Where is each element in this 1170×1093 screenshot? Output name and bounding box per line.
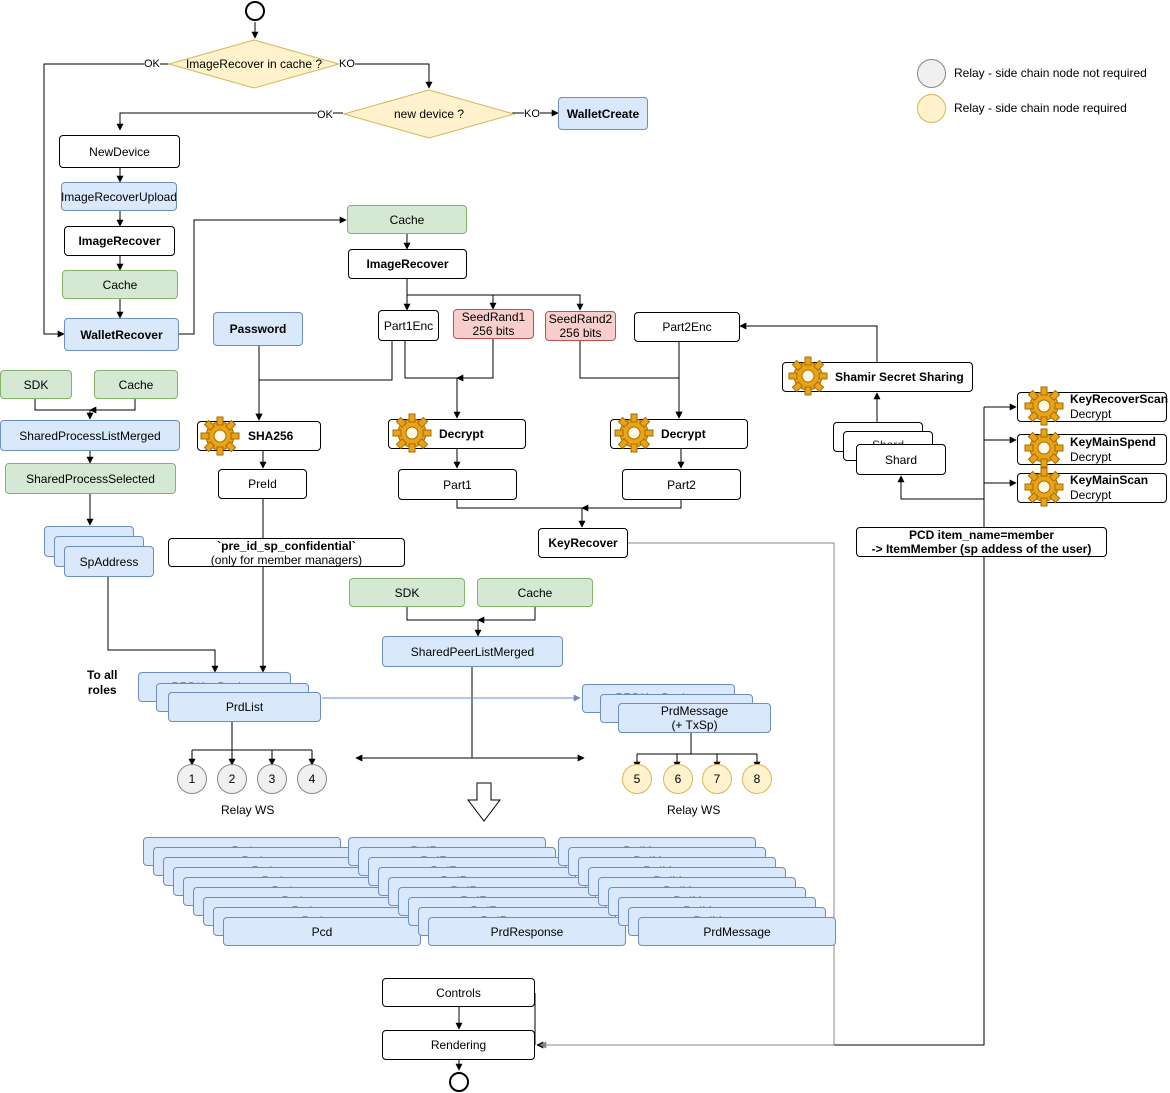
relay-5[interactable]: 5 bbox=[622, 764, 652, 794]
prd-message-node[interactable]: PrdMessage (+ TxSp) bbox=[618, 703, 771, 733]
gear-icon bbox=[200, 416, 240, 456]
seedrand1-line1: SeedRand1 bbox=[461, 310, 526, 324]
cache-top-node[interactable]: Cache bbox=[347, 205, 467, 234]
relay-7[interactable]: 7 bbox=[702, 764, 732, 794]
seedrand2-line2: 256 bits bbox=[559, 326, 602, 340]
key-recover-node[interactable]: KeyRecover bbox=[538, 528, 628, 558]
pcd-node[interactable]: Pcd bbox=[223, 917, 421, 946]
decision-new-device: new device ? bbox=[343, 89, 515, 139]
ok-label: OK bbox=[144, 58, 160, 70]
gear-icon bbox=[392, 413, 432, 453]
pcd-item-line1: PCD item_name=member bbox=[908, 528, 1055, 542]
new-device-node[interactable]: NewDevice bbox=[59, 135, 180, 168]
part1-node[interactable]: Part1 bbox=[398, 469, 517, 500]
cache-left2-node[interactable]: Cache bbox=[94, 370, 178, 399]
relay-3[interactable]: 3 bbox=[257, 764, 287, 794]
image-recover-left-node[interactable]: ImageRecover bbox=[64, 226, 175, 256]
decision-image-recover-in-cache: ImageRecover in cache ? bbox=[168, 39, 340, 89]
gear-icon bbox=[1024, 386, 1064, 426]
gear-icon bbox=[1024, 467, 1064, 507]
to-all-roles-line2: roles bbox=[87, 683, 117, 697]
prd-list-node[interactable]: PrdList bbox=[168, 692, 321, 722]
decision-label: ImageRecover in cache ? bbox=[185, 57, 323, 71]
key-sub: Decrypt bbox=[1070, 407, 1112, 421]
pre-id-line1: `pre_id_sp_confidential` bbox=[217, 538, 356, 553]
legend-label: Relay - side chain node required bbox=[954, 101, 1127, 115]
sp-address-node[interactable]: SpAddress bbox=[64, 546, 154, 577]
prd-message-line2: (+ TxSp) bbox=[671, 718, 718, 732]
end-circle-icon bbox=[449, 1072, 469, 1092]
controls-node[interactable]: Controls bbox=[382, 978, 535, 1007]
shard-node[interactable]: Shard bbox=[856, 444, 946, 475]
prd-message-bottom-node[interactable]: PrdMessage bbox=[638, 917, 836, 946]
ok-label: OK bbox=[317, 109, 333, 121]
key-sub: Decrypt bbox=[1070, 450, 1112, 464]
sdk-mid-node[interactable]: SDK bbox=[349, 578, 465, 607]
gear-icon bbox=[788, 356, 828, 396]
seedrand2-node[interactable]: SeedRand2 256 bits bbox=[545, 311, 616, 341]
preid-node[interactable]: PreId bbox=[218, 469, 307, 499]
gear-icon bbox=[1024, 428, 1064, 468]
password-node[interactable]: Password bbox=[213, 312, 303, 346]
start-circle-icon bbox=[245, 1, 265, 21]
key-name: KeyRecoverScan bbox=[1070, 392, 1169, 406]
to-all-roles-label: To all roles bbox=[87, 668, 117, 698]
sdk-left-node[interactable]: SDK bbox=[0, 370, 72, 399]
key-sub: Decrypt bbox=[1070, 488, 1112, 502]
cache-mid-node[interactable]: Cache bbox=[477, 578, 593, 607]
pre-id-sp-confidential-node[interactable]: `pre_id_sp_confidential` (only for membe… bbox=[168, 538, 405, 567]
legend-relay-required-icon bbox=[917, 94, 946, 123]
gear-icon bbox=[614, 413, 654, 453]
key-name: KeyMainSpend bbox=[1070, 435, 1157, 449]
relay-1[interactable]: 1 bbox=[177, 764, 207, 794]
shared-peer-list-merged-node[interactable]: SharedPeerListMerged bbox=[382, 636, 563, 667]
part2enc-node[interactable]: Part2Enc bbox=[634, 312, 740, 342]
to-all-roles-line1: To all bbox=[87, 668, 118, 682]
shared-process-selected-node[interactable]: SharedProcessSelected bbox=[5, 463, 176, 494]
legend-relay-not-required-icon bbox=[917, 59, 946, 88]
prd-message-line1: PrdMessage bbox=[660, 704, 729, 718]
wallet-recover-node[interactable]: WalletRecover bbox=[64, 318, 179, 351]
relay-8[interactable]: 8 bbox=[742, 764, 772, 794]
key-name: KeyMainScan bbox=[1070, 473, 1149, 487]
ko-label: KO bbox=[524, 108, 540, 120]
seedrand1-line2: 256 bits bbox=[472, 324, 515, 338]
shared-process-list-merged-node[interactable]: SharedProcessListMerged bbox=[0, 420, 180, 451]
relay-2[interactable]: 2 bbox=[217, 764, 247, 794]
image-recover-upload-node[interactable]: ImageRecoverUpload bbox=[61, 182, 177, 211]
prd-response-node[interactable]: PrdResponse bbox=[428, 917, 626, 946]
pcd-item-member-node[interactable]: PCD item_name=member -> ItemMember (sp a… bbox=[856, 527, 1107, 557]
seedrand1-node[interactable]: SeedRand1 256 bits bbox=[453, 309, 534, 339]
cache-left-node[interactable]: Cache bbox=[62, 270, 178, 299]
wallet-create-node[interactable]: WalletCreate bbox=[558, 97, 648, 130]
relay-ws-left-label: Relay WS bbox=[221, 803, 275, 817]
part2-node[interactable]: Part2 bbox=[622, 469, 741, 500]
pre-id-line2: (only for member managers) bbox=[210, 552, 363, 567]
seedrand2-line1: SeedRand2 bbox=[548, 312, 613, 326]
relay-6[interactable]: 6 bbox=[663, 764, 693, 794]
rendering-node[interactable]: Rendering bbox=[382, 1030, 535, 1060]
decision-label: new device ? bbox=[393, 107, 465, 121]
relay-4[interactable]: 4 bbox=[297, 764, 327, 794]
image-recover-main-node[interactable]: ImageRecover bbox=[348, 249, 467, 279]
part1enc-node[interactable]: Part1Enc bbox=[378, 310, 439, 341]
legend-label: Relay - side chain node not required bbox=[954, 66, 1147, 80]
ko-label: KO bbox=[339, 58, 355, 70]
pcd-item-line2: -> ItemMember (sp addess of the user) bbox=[871, 542, 1092, 556]
relay-ws-right-label: Relay WS bbox=[667, 803, 721, 817]
